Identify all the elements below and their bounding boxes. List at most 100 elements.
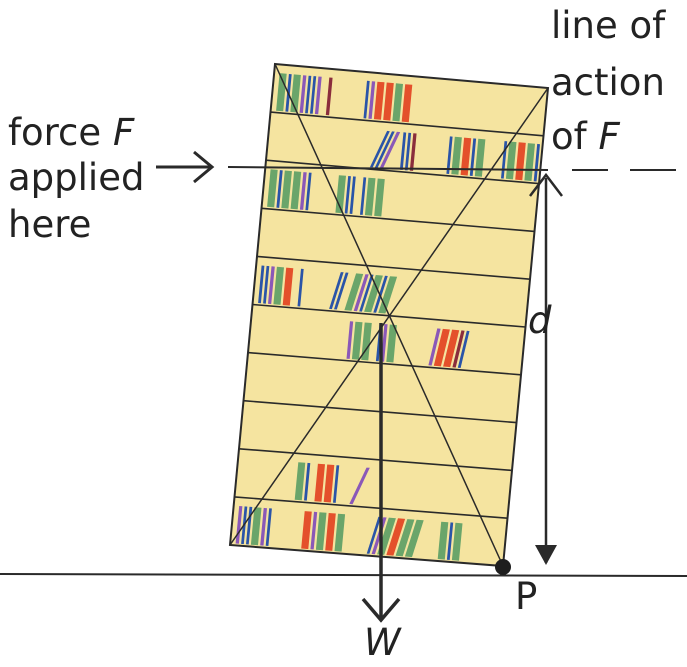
book-spine <box>349 467 370 505</box>
book-spine <box>437 521 449 560</box>
book-spine <box>383 82 394 121</box>
book-spine <box>344 273 364 311</box>
action-label-line-2: action <box>551 61 665 104</box>
book-spine <box>304 462 311 501</box>
book-spine <box>361 322 372 361</box>
shelves <box>234 111 544 519</box>
book-spine <box>443 329 460 368</box>
book-spine <box>474 138 486 177</box>
book-spine <box>374 131 395 168</box>
book-spine <box>460 137 472 176</box>
book-spine <box>428 328 441 366</box>
shelf-line <box>247 351 522 376</box>
book-spine <box>386 324 397 363</box>
book-spine <box>533 143 540 182</box>
book-spine <box>451 136 462 175</box>
distance-label: d <box>528 299 552 342</box>
diagonal-line-1 <box>274 63 504 567</box>
book-spine <box>325 513 336 551</box>
book-spine <box>451 522 463 561</box>
book-spine <box>392 83 403 122</box>
book-spine <box>268 266 275 305</box>
book-spine <box>329 272 344 310</box>
book-spine <box>373 275 388 313</box>
diagonal-line-2 <box>229 87 549 546</box>
weight-arrowhead <box>361 597 401 623</box>
force-label-line-1: force F <box>8 111 135 154</box>
book-spine <box>294 462 306 501</box>
book-spine <box>344 176 351 214</box>
book-spine <box>349 176 356 214</box>
book-spine <box>265 508 272 546</box>
book-spine <box>314 463 325 502</box>
book-spine <box>310 76 317 114</box>
book-spine <box>333 465 340 503</box>
shelf-line <box>265 159 540 185</box>
book-spine <box>401 84 413 123</box>
book-spine <box>297 268 304 307</box>
book-spine <box>334 513 346 552</box>
book-spine <box>263 265 270 304</box>
book-spine <box>379 131 401 169</box>
book-spine <box>299 75 307 113</box>
force-label-line-3: here <box>8 203 91 246</box>
book-spine <box>315 512 327 551</box>
book-spine <box>404 132 412 171</box>
book-spine <box>524 143 535 181</box>
distance-arrowhead-bottom <box>535 545 557 565</box>
book-spine <box>452 330 465 368</box>
book-spine <box>378 276 398 314</box>
book-spine <box>273 266 284 305</box>
book-spine <box>371 517 387 555</box>
book-spine <box>360 177 367 215</box>
book-spine <box>346 321 354 359</box>
book-spine <box>359 274 374 312</box>
shelf-line <box>238 448 513 472</box>
ground-line <box>0 573 687 577</box>
book-spine <box>276 170 283 208</box>
book-spine <box>469 138 477 176</box>
book-spine <box>368 81 376 119</box>
book-spine <box>364 275 383 313</box>
book-spine <box>433 328 450 367</box>
action-label-line-3: of F <box>551 115 620 158</box>
pivot-point <box>495 559 511 575</box>
weight-label: W <box>364 621 402 664</box>
book-spine <box>325 77 333 116</box>
line-of-action-solid <box>227 166 549 171</box>
book-spine <box>290 171 302 210</box>
book-spine <box>305 172 312 211</box>
book-spine <box>310 511 318 550</box>
book-spine <box>305 75 312 114</box>
distance-arrowhead-top <box>529 172 563 197</box>
book-spine <box>386 518 406 556</box>
pivot-label: P <box>515 575 537 618</box>
book-spine <box>260 507 267 546</box>
book-spine <box>281 170 292 209</box>
book-spine <box>374 178 385 217</box>
book-spine <box>258 265 265 304</box>
book-spine <box>267 169 278 208</box>
book-spine <box>369 130 390 168</box>
force-label-line-2: applied <box>8 156 144 199</box>
book-spine <box>334 272 349 310</box>
book-spine <box>301 511 312 550</box>
book-spine <box>399 132 407 170</box>
force-arrowhead <box>193 150 215 184</box>
book-spine <box>446 522 454 560</box>
shelf-line <box>256 255 531 280</box>
book-spine <box>351 321 363 360</box>
book-spine <box>363 80 370 119</box>
book-spine <box>282 267 294 306</box>
book-spine <box>409 133 417 171</box>
book-spine <box>299 172 307 210</box>
book-spine <box>457 330 470 368</box>
book-spine <box>250 507 262 546</box>
book-spine <box>323 464 335 503</box>
book-spine <box>314 76 322 115</box>
book-spine <box>395 519 415 557</box>
shelf-line <box>261 207 535 233</box>
book-spine <box>404 519 424 558</box>
book-spine <box>446 136 453 174</box>
